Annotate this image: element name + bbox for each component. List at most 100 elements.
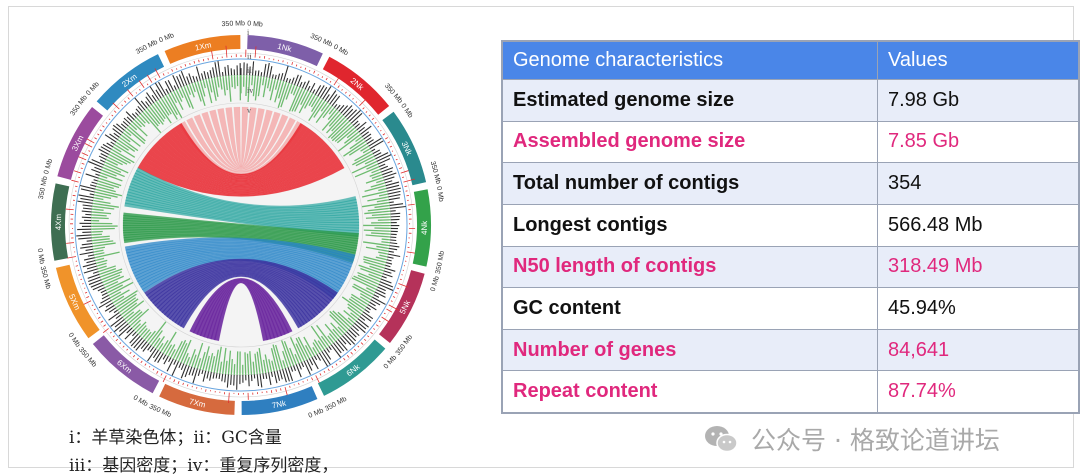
chromosome-segment (247, 35, 323, 67)
gene-density-bar (80, 188, 95, 193)
repeat-density-bar (115, 141, 129, 151)
gene-density-bar (125, 111, 135, 121)
gc-mark (399, 167, 403, 170)
repeat-density-bar (365, 246, 389, 252)
gene-density-bar (176, 75, 182, 88)
repeat-density-bar (295, 337, 308, 361)
gc-mark (146, 83, 149, 86)
gc-mark (350, 351, 353, 355)
gene-density-bar (162, 354, 167, 360)
gc-mark (189, 63, 191, 65)
repeat-density-bar (112, 146, 122, 153)
repeat-density-bar (289, 347, 297, 365)
repeat-density-bar (361, 190, 388, 198)
gc-mark (396, 287, 400, 290)
gene-density-bar (371, 148, 376, 152)
repeat-density-bar (202, 79, 206, 89)
gene-density-bar (262, 373, 265, 380)
gene-density-bar (108, 312, 120, 321)
repeat-density-bar (194, 342, 204, 368)
gene-density-bar (270, 371, 273, 378)
gene-density-bar (374, 291, 386, 298)
gene-density-bar (382, 273, 393, 278)
gene-density-bar (119, 323, 129, 332)
gene-density-bar (340, 105, 349, 114)
repeat-density-bar (127, 311, 143, 325)
gene-density-bar (110, 141, 115, 145)
repeat-density-bar (367, 207, 391, 212)
repeat-density-bar (322, 105, 333, 119)
table-header-row: Genome characteristics Values (502, 41, 1079, 80)
gc-mark (139, 88, 141, 91)
chromosome-segment (412, 189, 431, 267)
gc-mark (184, 63, 187, 67)
repeat-density-bar (321, 110, 340, 131)
gene-density-bar (333, 103, 338, 108)
repeat-density-bar (148, 105, 164, 125)
repeat-density-bar (100, 172, 123, 182)
gene-density-bar (173, 85, 177, 90)
repeat-density-bar (91, 214, 107, 217)
row-label: Repeat content (502, 370, 878, 413)
gene-density-bar (383, 172, 397, 178)
gc-mark (129, 351, 132, 355)
repeat-density-bar (118, 136, 139, 152)
gene-density-bar (180, 364, 188, 379)
gene-density-bar (389, 242, 398, 245)
repeat-density-bar (300, 90, 309, 105)
gene-density-bar (346, 331, 357, 342)
gc-mark (67, 256, 77, 259)
repeat-density-bar (122, 300, 145, 318)
gene-density-bar (172, 74, 180, 89)
repeat-density-bar (219, 76, 223, 90)
synteny-link (209, 109, 273, 169)
gene-density-bar (363, 133, 372, 140)
repeat-density-bar (381, 241, 391, 244)
repeat-density-bar (96, 262, 107, 267)
repeat-density-bar (194, 82, 202, 102)
gene-density-bar (78, 237, 92, 240)
repeat-density-bar (271, 360, 275, 372)
repeat-density-bar (304, 92, 314, 109)
repeat-density-bar (348, 143, 368, 156)
repeat-density-bar (150, 330, 163, 346)
gc-mark (113, 110, 117, 113)
repeat-density-bar (208, 78, 213, 93)
repeat-density-bar (332, 328, 341, 338)
repeat-density-bar (120, 134, 131, 143)
gc-mark (74, 185, 78, 188)
gc-mark (115, 338, 119, 342)
gc-mark (119, 342, 122, 345)
gc-mark (108, 118, 111, 121)
gene-density-bar (118, 325, 131, 337)
gc-mark (295, 64, 298, 67)
repeat-density-bar (170, 348, 176, 358)
gene-density-bar (327, 90, 337, 103)
tick-label: 350 Mb (435, 250, 446, 274)
repeat-density-bar (151, 104, 165, 122)
gene-density-bar (283, 65, 289, 82)
row-value: 45.94% (877, 287, 1079, 330)
gene-density-bar (377, 286, 386, 292)
repeat-density-bar (111, 289, 130, 302)
gc-mark (291, 61, 294, 65)
chromosome-segment (159, 383, 235, 415)
gene-density-bar (115, 314, 122, 320)
gene-density-bar (388, 253, 401, 258)
gene-density-bar (180, 363, 185, 370)
synteny-link (186, 117, 296, 173)
gc-mark (135, 92, 137, 94)
gc-mark (154, 68, 161, 78)
gene-density-bar (390, 239, 397, 242)
repeat-density-bar (291, 87, 304, 112)
gene-density-bar (83, 268, 98, 274)
gene-density-bar (94, 166, 102, 171)
repeat-density-bar (222, 76, 226, 96)
gene-density-bar (344, 333, 356, 345)
repeat-density-bar (262, 359, 267, 374)
repeat-density-bar (160, 339, 169, 353)
gene-density-bar (91, 168, 101, 174)
gene-density-bar (85, 173, 99, 179)
gene-density-bar (387, 190, 401, 195)
gene-density-bar (100, 297, 111, 304)
